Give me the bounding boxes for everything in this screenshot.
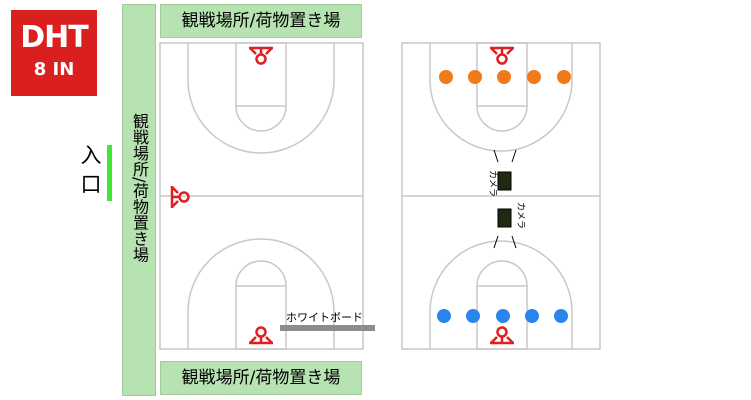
player-orange-1 (439, 70, 453, 84)
player-blue-2 (466, 309, 480, 323)
court-left (159, 42, 364, 350)
team-top-players (439, 70, 571, 84)
court-left-bottom-ft-circle (235, 260, 287, 287)
spectator-area-top: 観戦場所/荷物置き場 (160, 4, 362, 38)
entrance-marker (107, 145, 112, 201)
court-right-top-ft-circle (476, 105, 528, 132)
whiteboard-label: ホワイトボード (286, 311, 363, 324)
camera-top-icon (497, 171, 512, 191)
court-left-bottom-three-point-arc (187, 238, 335, 349)
player-blue-5 (554, 309, 568, 323)
whiteboard (280, 325, 375, 331)
court-right (401, 42, 601, 350)
camera-top (493, 149, 517, 191)
court-left-bottom-hoop-icon (249, 326, 273, 345)
camera-bottom-label: カメラ (515, 202, 526, 229)
court-right-bottom-three-point-arc (429, 240, 573, 349)
camera-top-view-line-2 (511, 149, 517, 163)
logo-line1: DHT (20, 20, 88, 55)
player-orange-4 (527, 70, 541, 84)
player-blue-1 (437, 309, 451, 323)
player-orange-5 (557, 70, 571, 84)
camera-top-view-line-1 (493, 149, 499, 163)
court-left-top-ft-circle (235, 105, 287, 132)
camera-bottom-icon (497, 208, 512, 228)
player-orange-2 (468, 70, 482, 84)
camera-bottom-view-line-2 (511, 235, 517, 249)
court-left-side-hoop-icon (170, 186, 190, 208)
court-right-top-three-point-arc (429, 43, 573, 152)
spectator-area-side: 観戦場所/荷物置き場 (122, 4, 156, 396)
court-right-hoops (490, 46, 514, 345)
court-left-hoops (170, 46, 273, 345)
logo-line2: 8 IN (33, 59, 75, 80)
dht-logo: DHT 8 IN (11, 10, 97, 96)
player-orange-3 (497, 70, 511, 84)
court-left-top-hoop-icon (249, 46, 273, 65)
court-left-top-three-point-arc (187, 43, 335, 154)
spectator-area-side-label: 観戦場所/荷物置き場 (130, 113, 149, 263)
court-right-top-hoop-icon (490, 46, 514, 65)
camera-bottom (493, 208, 517, 249)
player-blue-3 (496, 309, 510, 323)
court-left-top-key (235, 42, 287, 107)
court-left-bottom-key (235, 285, 287, 350)
camera-bottom-view-line-1 (493, 235, 499, 249)
camera-top-label: カメラ (487, 170, 498, 197)
team-bottom-players (437, 309, 568, 323)
court-right-bottom-hoop-icon (490, 326, 514, 345)
spectator-area-bottom: 観戦場所/荷物置き場 (160, 361, 362, 395)
player-blue-4 (525, 309, 539, 323)
entrance-label: 入口 (78, 144, 102, 202)
court-right-bottom-ft-circle (476, 260, 528, 287)
